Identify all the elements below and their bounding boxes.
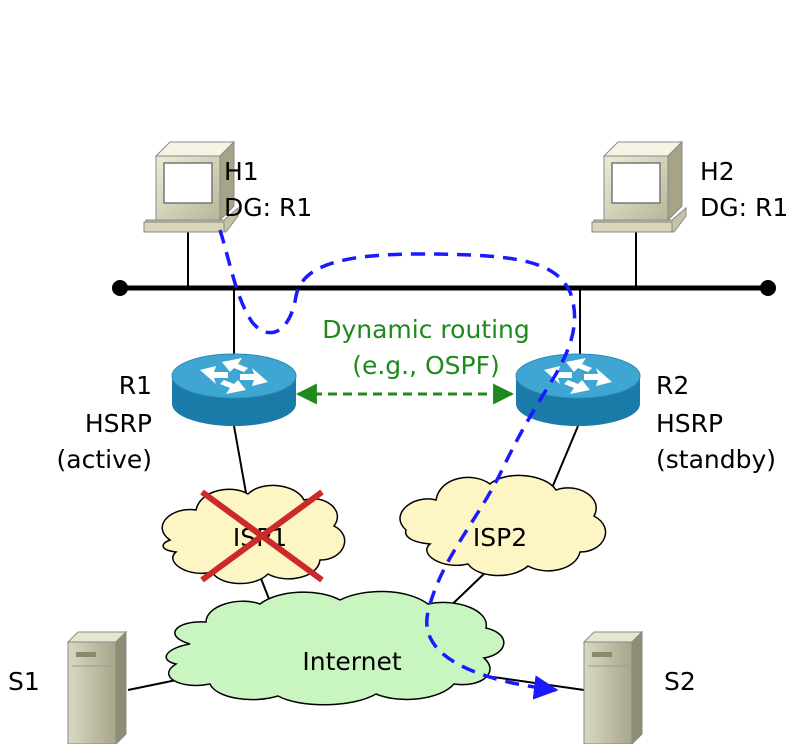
- routing-label-line1: Dynamic routing: [322, 315, 530, 344]
- lan-bus: [112, 280, 776, 296]
- r2-protocol-label: HSRP: [656, 409, 723, 438]
- isp2-label: ISP2: [473, 523, 527, 552]
- bus-end-right: [760, 280, 776, 296]
- r1-router-icon: [171, 353, 297, 426]
- r1-state-label: (active): [57, 445, 153, 474]
- s1-label: S1: [8, 667, 40, 696]
- h2-name-label: H2: [700, 157, 735, 186]
- r1-name-label: R1: [119, 371, 152, 400]
- r2-name-label: R2: [656, 371, 689, 400]
- internet-cloud-icon: [165, 590, 505, 706]
- links: [127, 232, 637, 691]
- s2-server-icon: [582, 630, 644, 744]
- routing-label-line2: (e.g., OSPF): [352, 351, 500, 380]
- h1-computer-icon: [143, 140, 239, 233]
- h2-gateway-label: DG: R1: [700, 193, 788, 222]
- internet-label: Internet: [302, 647, 401, 676]
- h2-computer-icon: [591, 140, 687, 233]
- r1-isp1-link: [233, 425, 247, 494]
- r1-protocol-label: HSRP: [85, 409, 152, 438]
- isp1-failure-cross-icon: [200, 489, 324, 583]
- h1-name-label: H1: [224, 157, 259, 186]
- r2-state-label: (standby): [656, 445, 776, 474]
- bus-end-left: [112, 280, 128, 296]
- r2-isp2-link: [551, 425, 579, 489]
- s2-label: S2: [664, 667, 696, 696]
- h1-gateway-label: DG: R1: [224, 193, 312, 222]
- s1-server-icon: [66, 630, 128, 744]
- r2-router-icon: [515, 353, 641, 426]
- traffic-path-arrow: [218, 229, 577, 700]
- isp2-cloud-icon: [399, 474, 607, 577]
